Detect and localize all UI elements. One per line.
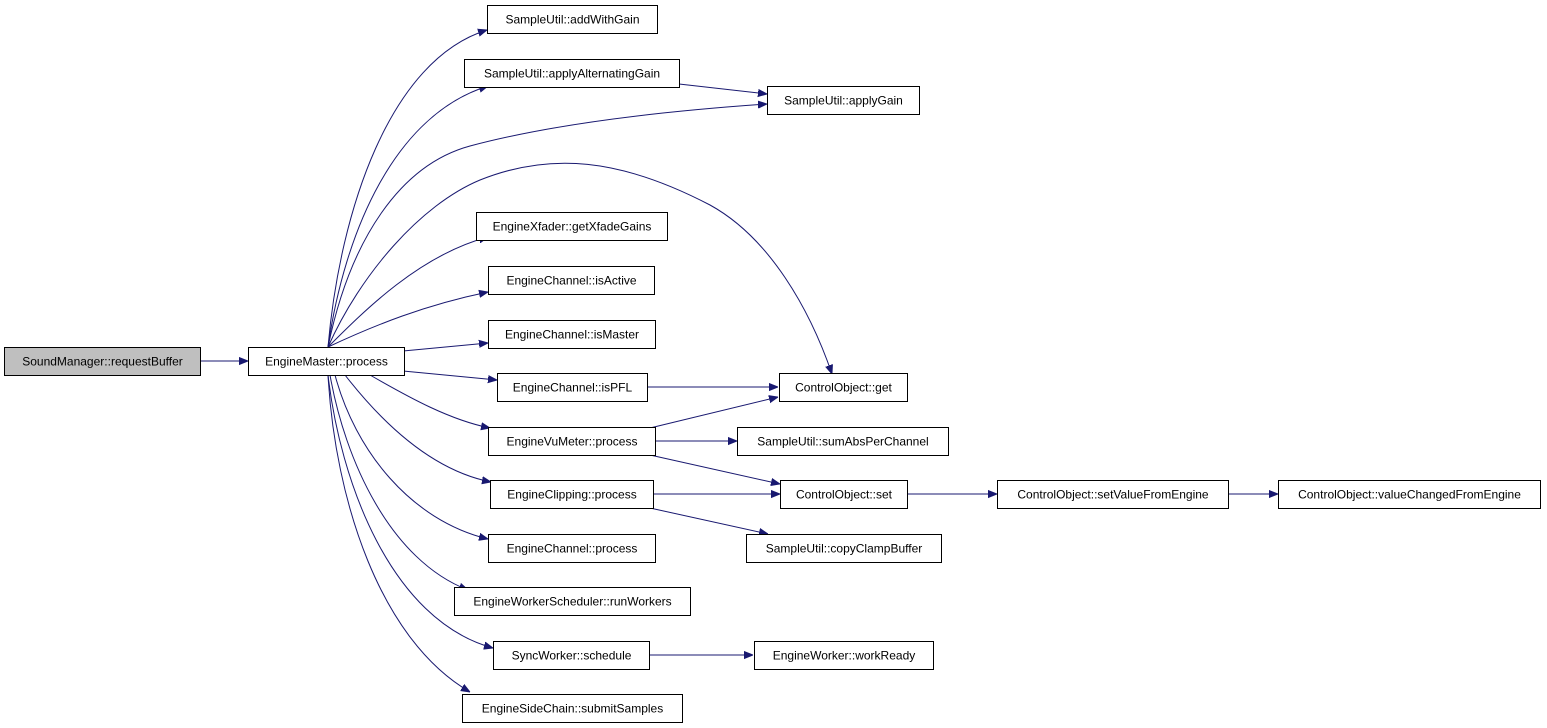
edge-emProcess-getXfadeGains [327, 237, 488, 348]
node-emProcess[interactable]: EngineMaster::process [248, 347, 405, 376]
node-label: EngineSideChain::submitSamples [482, 702, 663, 716]
node-chProcess[interactable]: EngineChannel::process [488, 534, 656, 563]
edge-emProcess-submitSamples [327, 374, 470, 692]
edge-clipProcess-copyClamp [649, 507, 768, 534]
node-label: EngineChannel::process [507, 542, 638, 556]
node-label: EngineVuMeter::process [507, 435, 638, 449]
node-addWithGain[interactable]: SampleUtil::addWithGain [487, 5, 658, 34]
edge-emProcess-clipProcess [344, 374, 491, 482]
node-label: EngineXfader::getXfadeGains [493, 220, 652, 234]
node-isMaster[interactable]: EngineChannel::isMaster [488, 320, 656, 349]
node-isPFL[interactable]: EngineChannel::isPFL [497, 373, 648, 402]
node-label: EngineChannel::isMaster [505, 328, 639, 342]
edge-emProcess-applyGain [327, 104, 767, 348]
node-label: SampleUtil::applyAlternatingGain [484, 67, 660, 81]
edge-applyAlternatingGain-applyGain [678, 83, 767, 94]
node-label: EngineWorker::workReady [773, 649, 916, 663]
node-label: SampleUtil::sumAbsPerChannel [757, 435, 928, 449]
node-clipProcess[interactable]: EngineClipping::process [490, 480, 654, 509]
node-label: ControlObject::setValueFromEngine [1017, 488, 1209, 502]
node-workReady[interactable]: EngineWorker::workReady [754, 641, 934, 670]
node-runWorkers[interactable]: EngineWorkerScheduler::runWorkers [454, 587, 691, 616]
edge-emProcess-isMaster [402, 343, 488, 352]
edge-emProcess-isActive [327, 292, 488, 348]
edge-emProcess-vuProcess [369, 374, 490, 428]
node-label: ControlObject::set [796, 488, 893, 502]
node-applyGain[interactable]: SampleUtil::applyGain [767, 86, 920, 115]
node-label: EngineMaster::process [265, 355, 388, 369]
node-schedule[interactable]: SyncWorker::schedule [493, 641, 650, 670]
edge-emProcess-chProcess [334, 374, 488, 539]
edge-emProcess-applyAlternatingGain [327, 86, 488, 348]
node-setValueFromEngine[interactable]: ControlObject::setValueFromEngine [997, 480, 1229, 509]
node-label: SampleUtil::applyGain [784, 94, 903, 108]
node-coSet[interactable]: ControlObject::set [780, 480, 908, 509]
node-label: EngineChannel::isActive [506, 274, 636, 288]
edge-emProcess-isPFL [402, 370, 497, 380]
node-label: ControlObject::valueChangedFromEngine [1298, 488, 1521, 502]
node-isActive[interactable]: EngineChannel::isActive [488, 266, 655, 295]
node-label: SampleUtil::addWithGain [505, 13, 639, 27]
node-valueChanged[interactable]: ControlObject::valueChangedFromEngine [1278, 480, 1541, 509]
node-label: SampleUtil::copyClampBuffer [766, 542, 923, 556]
node-label: SyncWorker::schedule [512, 649, 632, 663]
node-requestBuffer[interactable]: SoundManager::requestBuffer [4, 347, 201, 376]
edge-vuProcess-coGet [649, 397, 778, 429]
edge-vuProcess-coSet [649, 454, 780, 484]
node-applyAlternatingGain[interactable]: SampleUtil::applyAlternatingGain [464, 59, 680, 88]
edge-emProcess-runWorkers [329, 374, 468, 590]
edges [201, 30, 1278, 692]
node-label: ControlObject::get [795, 381, 892, 395]
node-vuProcess[interactable]: EngineVuMeter::process [488, 427, 656, 456]
nodes: SoundManager::requestBuffer EngineMaster… [4, 5, 1541, 723]
node-label: SoundManager::requestBuffer [22, 355, 183, 369]
node-sumAbs[interactable]: SampleUtil::sumAbsPerChannel [737, 427, 949, 456]
node-copyClamp[interactable]: SampleUtil::copyClampBuffer [746, 534, 942, 563]
node-submitSamples[interactable]: EngineSideChain::submitSamples [462, 694, 683, 723]
node-label: EngineChannel::isPFL [513, 381, 633, 395]
edge-emProcess-addWithGain [327, 30, 487, 348]
node-label: EngineWorkerScheduler::runWorkers [473, 595, 671, 609]
edge-emProcess-schedule [327, 374, 493, 648]
node-coGet[interactable]: ControlObject::get [779, 373, 908, 402]
node-label: EngineClipping::process [507, 488, 636, 502]
edge-emProcess-coGet [327, 162, 832, 374]
node-getXfadeGains[interactable]: EngineXfader::getXfadeGains [476, 212, 668, 241]
